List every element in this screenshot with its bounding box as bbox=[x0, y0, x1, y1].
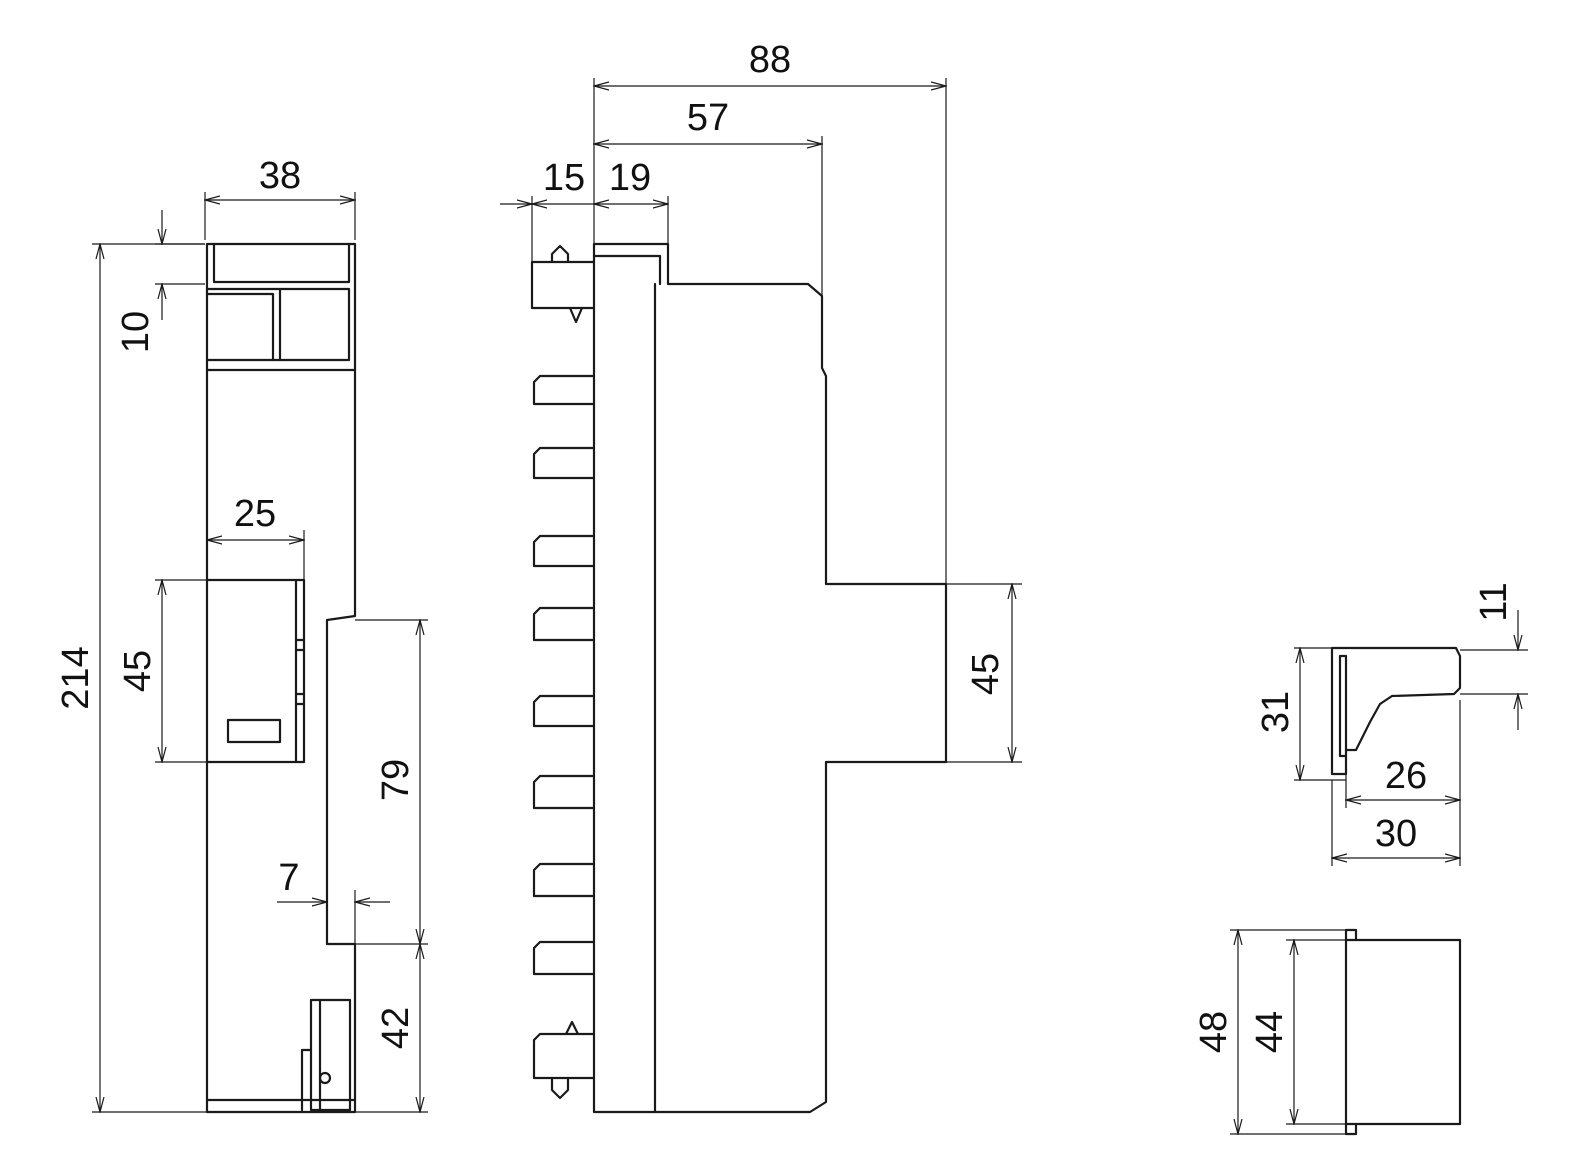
dim-acc-depth: 30 bbox=[1375, 813, 1417, 855]
dim-module-height: 45 bbox=[117, 650, 159, 692]
dim-cap-depth: 19 bbox=[609, 157, 651, 199]
accessory-side-view bbox=[1330, 646, 1462, 776]
accessory-front-dimensions: 48 44 bbox=[1193, 930, 1346, 1134]
bottom-terminal bbox=[300, 998, 352, 1112]
top-cap bbox=[212, 242, 351, 284]
dim-acc-inner-height: 44 bbox=[1249, 1011, 1291, 1053]
dim-width: 38 bbox=[259, 155, 301, 197]
accessory-front-outline bbox=[1344, 938, 1462, 1126]
side-view-body bbox=[592, 242, 948, 1114]
side-dimensions: 88 57 15 19 45 bbox=[500, 39, 1022, 762]
accessory-side-inner bbox=[1338, 654, 1348, 758]
front-view bbox=[205, 242, 357, 1114]
dim-depth-step: 57 bbox=[687, 97, 729, 139]
dim-lower: 42 bbox=[375, 1007, 417, 1049]
accessory-side-outline bbox=[1330, 646, 1462, 776]
dim-depth-total: 88 bbox=[749, 39, 791, 81]
dim-notch: 7 bbox=[278, 857, 299, 899]
dim-acc-outer-height: 48 bbox=[1193, 1011, 1235, 1053]
label-window bbox=[226, 718, 282, 744]
accessory-front-flange bbox=[1344, 928, 1358, 1136]
dim-acc-top-offset: 11 bbox=[1473, 582, 1515, 621]
dim-clip-offset: 15 bbox=[543, 157, 585, 199]
cooling-fins bbox=[532, 374, 596, 976]
side-view bbox=[530, 242, 948, 1114]
dim-height: 214 bbox=[55, 646, 97, 709]
terminal-module bbox=[205, 578, 306, 764]
dim-module-width: 25 bbox=[234, 493, 276, 535]
dim-rail-clip: 79 bbox=[375, 759, 417, 801]
dim-top-cap: 10 bbox=[115, 311, 157, 353]
front-view-outline bbox=[205, 242, 357, 1114]
front-panel-line bbox=[592, 254, 662, 1114]
dim-front-height: 45 bbox=[965, 653, 1007, 695]
accessory-side-dimensions: 11 31 26 30 bbox=[1255, 582, 1528, 866]
dim-acc-height: 31 bbox=[1255, 691, 1297, 733]
top-left-block bbox=[205, 287, 282, 362]
front-dimensions: 38 10 214 25 45 79 7 42 bbox=[55, 155, 428, 1112]
bottom-rail-clip bbox=[532, 1020, 596, 1100]
top-block bbox=[205, 287, 351, 362]
terminal-screw bbox=[318, 1071, 332, 1085]
accessory-front-view bbox=[1344, 928, 1462, 1136]
dim-acc-inner-depth: 26 bbox=[1385, 755, 1427, 797]
top-rail-clip bbox=[530, 244, 596, 324]
